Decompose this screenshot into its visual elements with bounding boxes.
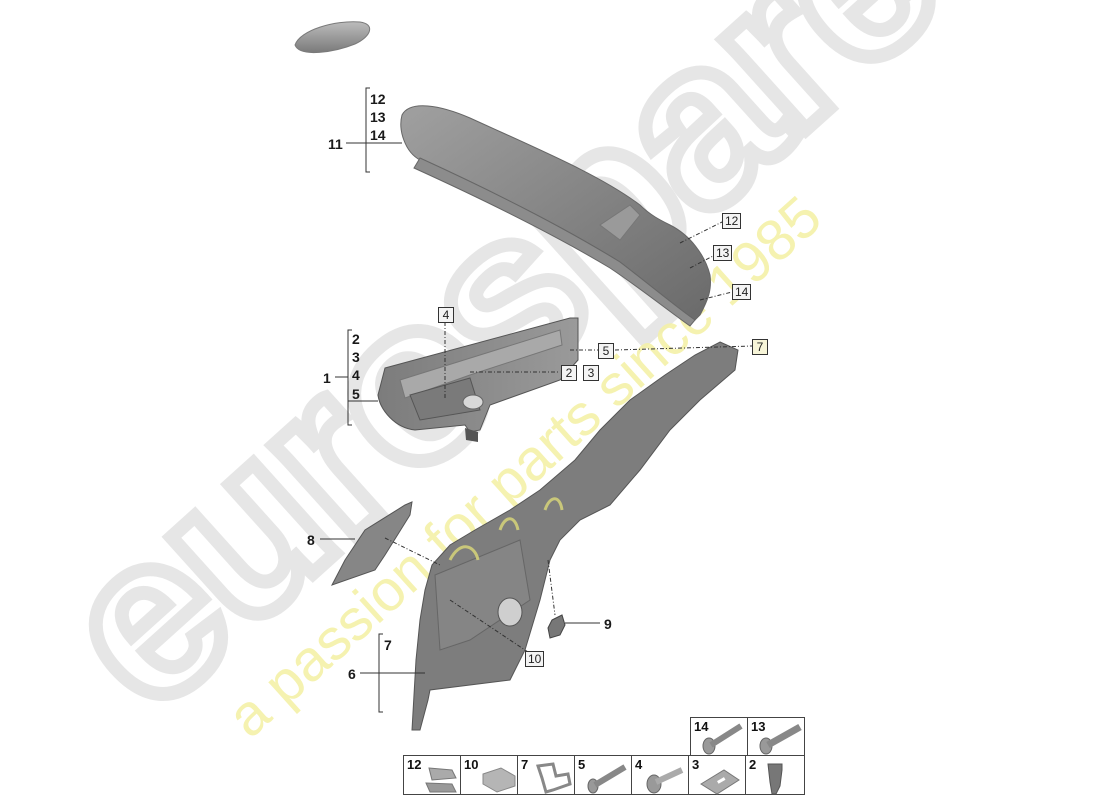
clip-nut-icon xyxy=(425,767,457,793)
ref-box-4[interactable]: 4 xyxy=(438,307,454,323)
ref-box-10[interactable]: 10 xyxy=(525,651,545,667)
label-6: 6 xyxy=(348,666,356,682)
screw-icon xyxy=(759,723,802,755)
label-3-group: 3 xyxy=(352,349,360,365)
ref-box-13[interactable]: 13 xyxy=(713,245,733,261)
part-11-trim xyxy=(400,105,711,327)
ref-box-12[interactable]: 12 xyxy=(722,213,742,229)
legend-cell-3[interactable]: 3 xyxy=(688,755,746,795)
legend-cell-14[interactable]: 14 xyxy=(690,717,748,756)
label-2-group: 2 xyxy=(352,331,360,347)
legend-cell-4[interactable]: 4 xyxy=(631,755,689,795)
legend-cell-2[interactable]: 2 xyxy=(745,755,805,795)
part-1-trim xyxy=(377,317,579,442)
foam-pad-icon xyxy=(482,767,516,793)
label-7-group: 7 xyxy=(384,637,392,653)
legend-cell-13[interactable]: 13 xyxy=(747,717,805,756)
spring-clip-icon xyxy=(536,762,572,794)
label-1: 1 xyxy=(323,370,331,386)
push-rivet-icon xyxy=(646,767,684,794)
label-12-group: 12 xyxy=(370,91,386,107)
label-13-group: 13 xyxy=(370,109,386,125)
label-14-group: 14 xyxy=(370,127,386,143)
legend-cell-12[interactable]: 12 xyxy=(403,755,461,795)
label-9: 9 xyxy=(604,616,612,632)
label-4-group: 4 xyxy=(352,367,360,383)
ref-box-14[interactable]: 14 xyxy=(732,284,752,300)
clip-icon xyxy=(767,763,783,795)
cap-part xyxy=(294,21,370,54)
legend-cell-5[interactable]: 5 xyxy=(574,755,632,795)
ref-box-2[interactable]: 2 xyxy=(561,365,577,381)
label-11: 11 xyxy=(328,136,343,152)
washer-plate-icon xyxy=(700,769,740,795)
part-9-clip xyxy=(547,614,566,639)
legend-cell-7[interactable]: 7 xyxy=(517,755,575,795)
label-5-group: 5 xyxy=(352,386,360,402)
ref-box-7[interactable]: 7 xyxy=(752,339,768,355)
ref-box-3[interactable]: 3 xyxy=(583,365,599,381)
part-8-cover xyxy=(330,501,413,586)
screw-icon xyxy=(587,764,627,794)
label-8: 8 xyxy=(307,532,315,548)
leader-lines xyxy=(320,87,600,713)
dashed-refs xyxy=(384,221,753,653)
part-6-main-panel xyxy=(411,341,739,731)
legend-cell-10[interactable]: 10 xyxy=(460,755,518,795)
ref-box-5[interactable]: 5 xyxy=(598,343,614,359)
screw-icon xyxy=(702,723,743,755)
